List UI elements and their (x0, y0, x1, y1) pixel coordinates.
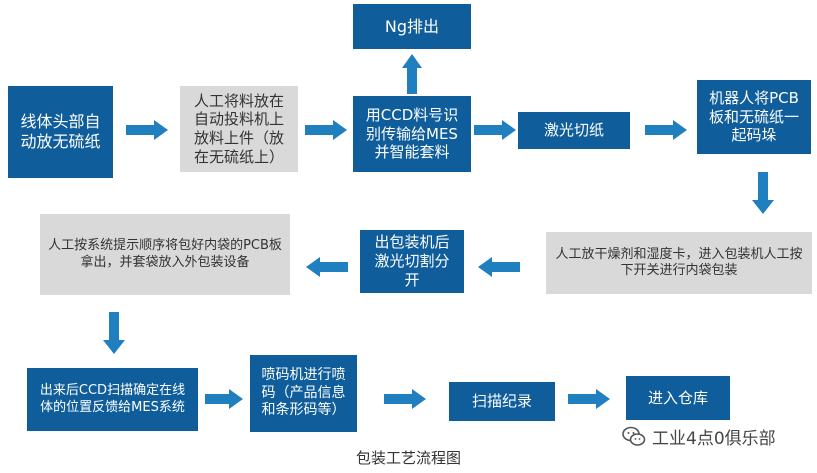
arrow-right-5 (205, 389, 243, 409)
arrow-right-2 (305, 120, 347, 140)
node-manual-outer-pack: 人工按系统提示顺序将包好内袋的PCB板拿出，并套袋放入外包装设备 (40, 214, 290, 295)
diagram-caption: 包装工艺流程图 (355, 449, 461, 467)
node-ccd-identify: 用CCD料号识别传输给MES并智能套料 (353, 96, 471, 172)
watermark: 工业4点0俱乐部 (622, 424, 776, 449)
arrow-right-6 (384, 389, 426, 409)
node-laser-split: 出包装机后激光切割分开 (360, 230, 464, 293)
node-robot-stack: 机器人将PCB板和无硫纸一起码垛 (697, 80, 811, 154)
node-ng-discharge: Ng排出 (353, 4, 471, 49)
node-manual-load: 人工将料放在自动投料机上放料上件（放在无硫纸上） (180, 86, 298, 172)
watermark-text: 工业4点0俱乐部 (652, 429, 776, 449)
node-enter-warehouse: 进入仓库 (626, 376, 730, 420)
arrow-left-1 (478, 257, 520, 277)
arrow-down-right (752, 172, 774, 214)
arrow-right-3 (474, 120, 516, 140)
node-manual-desiccant: 人工放干燥剂和湿度卡，进入包装机人工按下开关进行内袋包装 (546, 232, 812, 294)
arrow-down-left (103, 312, 125, 354)
arrow-up-ng (402, 54, 422, 94)
node-inkjet-code: 喷码机进行喷码（产品信息和条形码等） (250, 355, 357, 432)
node-laser-cut-paper: 激光切纸 (518, 112, 630, 149)
node-scan-record: 扫描纪录 (449, 382, 555, 421)
arrow-right-1 (126, 120, 168, 140)
node-wire-head-auto-place: 线体头部自动放无硫纸 (8, 86, 113, 178)
wechat-icon (622, 426, 646, 446)
arrow-right-7 (568, 389, 610, 409)
node-ccd-scan-position: 出来后CCD扫描确定在线体的位置反馈给MES系统 (27, 368, 198, 431)
arrow-right-4 (645, 120, 687, 140)
arrow-left-2 (306, 257, 348, 277)
